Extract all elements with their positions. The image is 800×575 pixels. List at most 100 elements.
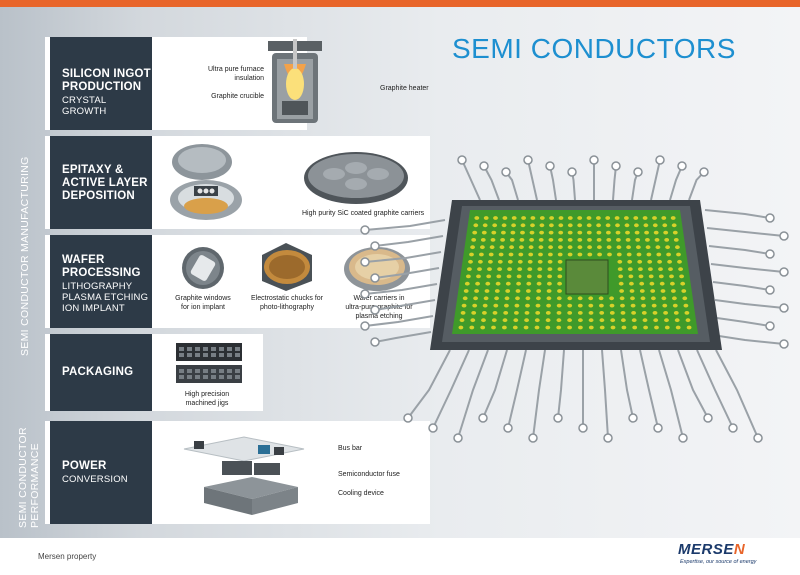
chip-pad: [674, 318, 680, 323]
chip-pad: [669, 274, 674, 279]
chip-pin: [765, 249, 775, 259]
chip-pad: [497, 259, 503, 264]
chip-pad: [487, 267, 492, 271]
chip-pad: [567, 318, 572, 323]
chip-pad: [577, 230, 583, 235]
section-label-box: SILICON INGOT PRODUCTION CRYSTAL GROWTH: [50, 37, 152, 130]
chip-pad: [507, 267, 512, 271]
chip-pad: [619, 289, 624, 293]
chip-pad: [509, 238, 515, 242]
chip-pad: [648, 267, 653, 271]
chip-pad: [491, 318, 497, 323]
chip-pad: [499, 245, 505, 250]
chip-pad: [618, 274, 624, 279]
chip-trace: [457, 349, 489, 439]
chip-pad: [556, 311, 562, 315]
chip-pad: [631, 311, 636, 315]
chip-pad: [481, 318, 486, 323]
chip-pad: [666, 252, 671, 257]
chip-pad: [578, 318, 583, 323]
chip-pad: [620, 303, 625, 308]
chip-pad: [490, 238, 496, 242]
chip-pad: [617, 259, 623, 264]
ingot-subtitle: CRYSTAL GROWTH: [62, 95, 107, 117]
chip-trace: [620, 349, 634, 419]
chip-pad: [557, 267, 563, 271]
wafer-sub-line1: LITHOGRAPHY: [62, 281, 133, 292]
chip-pad: [483, 216, 489, 220]
chip-pad: [557, 252, 563, 257]
chip-pad: [605, 223, 611, 228]
chip-pad: [511, 223, 516, 228]
reactor-image: [170, 144, 242, 220]
vertical-label-performance-line1: SEMI CONDUCTOR: [17, 427, 29, 528]
chip-pad: [630, 303, 636, 308]
section-accent: [45, 334, 50, 411]
chip-pad: [536, 281, 542, 286]
chip-pad: [665, 245, 670, 250]
chip-traces: [364, 159, 785, 439]
chip-pad: [506, 274, 512, 279]
chip-pad: [525, 303, 530, 308]
chip-pad: [652, 223, 658, 228]
chip-pad: [586, 223, 592, 228]
wafer-title-line2: PROCESSING: [62, 267, 141, 279]
chip-pad: [652, 311, 658, 315]
chip-pad: [587, 252, 593, 257]
chip-pad: [557, 289, 562, 293]
ingot-card: Ultra pure furnace insulation Graphite c…: [152, 37, 322, 130]
chip-pad: [558, 230, 564, 235]
chip-pad: [516, 274, 522, 279]
chip-trace: [364, 251, 442, 263]
footer-text: Mersen property: [38, 552, 97, 561]
chip-pin: [553, 413, 563, 423]
chip-pad: [547, 274, 552, 279]
chip-pad: [660, 289, 666, 293]
chip-pad: [625, 230, 630, 235]
chip-pad: [651, 296, 656, 301]
chip-pad: [483, 296, 489, 301]
chip-pad: [470, 318, 476, 323]
logo-wordmark: MERSEN: [678, 541, 745, 558]
section-wafer: WAFER PROCESSING LITHOGRAPHY PLASMA ETCH…: [45, 235, 430, 328]
chip-pad: [537, 274, 542, 279]
chip-pad: [653, 318, 659, 323]
chip-trace: [374, 331, 432, 343]
chip-pad: [469, 325, 475, 330]
chip-pad: [475, 281, 480, 286]
chip-pad: [514, 311, 519, 315]
chip-pad: [626, 252, 632, 257]
chip-pad: [502, 216, 508, 220]
section-epitaxy: EPITAXY & ACTIVE LAYER DEPOSITION High p…: [45, 136, 430, 229]
chip-pad: [577, 223, 583, 228]
chip-pin: [370, 241, 380, 251]
chip-pad: [578, 325, 583, 330]
chip-pad: [656, 252, 662, 257]
chip-pad: [474, 216, 480, 220]
chip-pad: [488, 252, 494, 257]
chip-pin: [611, 161, 621, 171]
chip-pad: [647, 259, 653, 264]
chip-pad: [519, 245, 524, 250]
chip-pad: [538, 238, 544, 242]
chip-pad: [651, 303, 657, 308]
chip-pad: [629, 289, 635, 293]
chip-pad: [558, 245, 563, 250]
chip-pad: [491, 325, 496, 330]
chip-pin: [677, 161, 687, 171]
chip-pad: [526, 281, 532, 286]
chip-pad: [538, 252, 543, 257]
chip-pad: [577, 216, 583, 220]
chip-pad: [587, 245, 592, 250]
chip-pad: [545, 311, 551, 315]
chip-pad: [638, 267, 643, 271]
chip-trace: [669, 165, 683, 201]
chip-pad: [547, 281, 552, 286]
chip-pad: [514, 303, 520, 308]
chip-pad: [495, 281, 501, 286]
chip-trace: [527, 159, 538, 201]
chip-trace: [549, 165, 557, 201]
chip-die: [565, 259, 609, 295]
chip-pad: [659, 281, 665, 286]
chip-trace: [639, 349, 659, 429]
